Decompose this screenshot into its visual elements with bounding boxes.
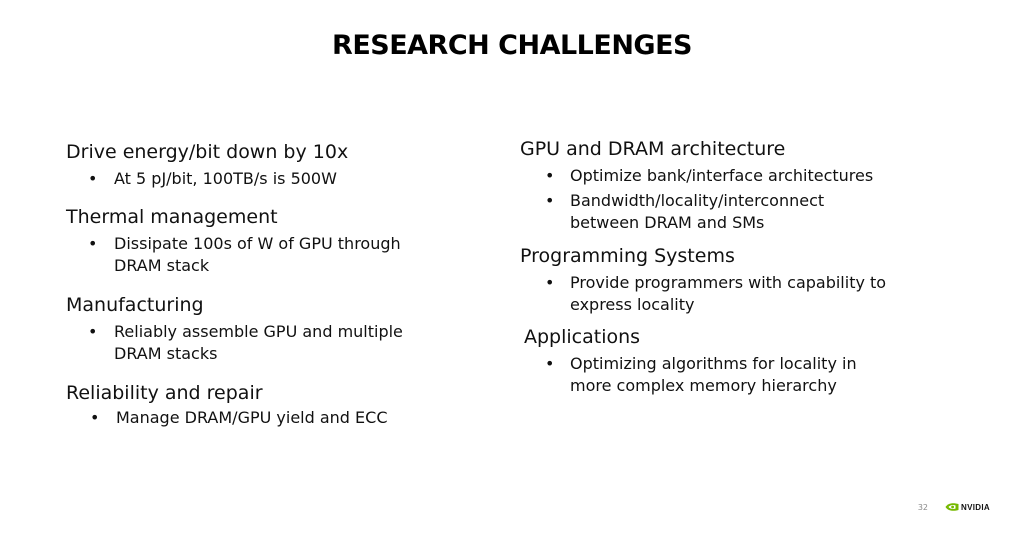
nvidia-logo: NVIDIA [945,499,990,515]
bullet-list: • Provide programmers with capability to … [520,272,940,316]
section-heading: GPU and DRAM architecture [520,138,786,160]
bullet-item: • Provide programmers with capability to … [520,272,940,316]
bullet-text: Provide programmers with capability to e… [570,273,887,314]
bullet-text: Manage DRAM/GPU yield and ECC [116,408,388,427]
section-energy: Drive energy/bit down by 10x • At 5 pJ/bi… [66,140,466,190]
section-thermal: Thermal management • Dissipate 100s of W … [66,205,466,277]
bullet-list: • Manage DRAM/GPU yield and ECC [66,407,466,429]
page-number: 32 [917,503,928,512]
section-reliability: Reliability and repair • Manage DRAM/GPU … [66,381,466,429]
bullet-list: • Optimize bank/interface architectures •… [520,165,940,234]
bullet-text: Optimizing algorithms for locality in mo… [570,354,857,395]
section-heading: Programming Systems [520,245,735,267]
bullet-dot: • [90,408,100,427]
bullet-dot: • [545,191,555,210]
bullet-dot: • [545,354,555,373]
bullet-dot: • [88,234,98,253]
bullet-item: • Bandwidth/locality/interconnect between… [520,190,940,234]
bullet-text: Reliably assemble GPU and multiple DRAM … [114,322,403,363]
bullet-item: • Dissipate 100s of W of GPU through DRAM… [66,233,466,277]
bullet-item: • At 5 pJ/bit, 100TB/s is 500W [66,168,466,190]
bullet-text: Bandwidth/locality/interconnect between … [570,191,825,232]
section-heading: Reliability and repair [66,382,263,404]
bullet-item: • Optimizing algorithms for locality in m… [524,353,944,397]
slide-title: RESEARCH CHALLENGES [332,30,692,61]
bullet-item: • Optimize bank/interface architectures [520,165,940,187]
section-heading: Applications [524,326,641,348]
bullet-dot: • [545,273,555,292]
bullet-list: • Reliably assemble GPU and multiple DRAM… [66,321,466,365]
bullet-dot: • [88,322,98,341]
nvidia-eye-icon [945,503,959,511]
section-manufacturing: Manufacturing • Reliably assemble GPU and… [66,293,466,365]
bullet-dot: • [88,169,98,188]
bullet-list: • Optimizing algorithms for locality in m… [524,353,944,397]
section-heading: Thermal management [66,206,278,228]
bullet-dot: • [545,166,555,185]
bullet-list: • At 5 pJ/bit, 100TB/s is 500W [66,168,466,190]
bullet-text: At 5 pJ/bit, 100TB/s is 500W [114,169,337,188]
logo-text: NVIDIA [961,502,990,512]
section-programming: Programming Systems • Provide programmers… [520,244,940,316]
section-architecture: GPU and DRAM architecture • Optimize bank… [520,137,940,234]
bullet-item: • Manage DRAM/GPU yield and ECC [66,407,466,429]
bullet-list: • Dissipate 100s of W of GPU through DRAM… [66,233,466,277]
bullet-text: Optimize bank/interface architectures [570,166,874,185]
section-heading: Manufacturing [66,294,204,316]
bullet-item: • Reliably assemble GPU and multiple DRAM… [66,321,466,365]
section-applications: Applications • Optimizing algorithms for … [524,325,944,397]
bullet-text: Dissipate 100s of W of GPU through DRAM … [114,234,401,275]
section-heading: Drive energy/bit down by 10x [66,141,349,163]
